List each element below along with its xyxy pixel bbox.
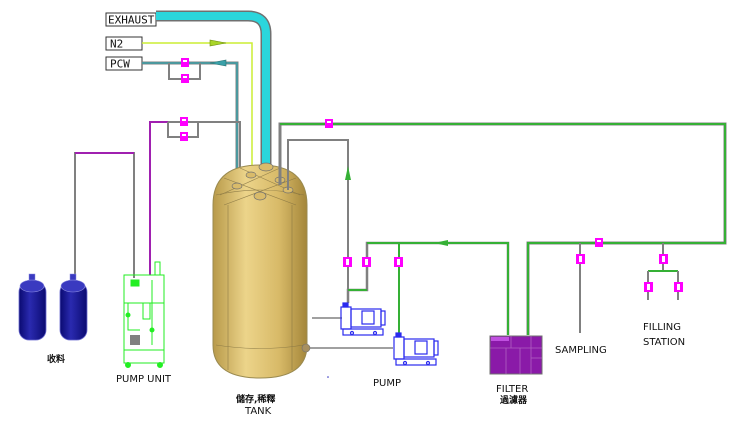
pump-unit-label: PUMP UNIT <box>116 374 172 385</box>
valve-icon[interactable] <box>181 58 189 67</box>
filter-label-zh: 過濾器 <box>499 394 528 406</box>
filling-station-line <box>644 243 683 300</box>
tank-label-zh: 儲存,稀釋 <box>235 393 275 405</box>
exhaust-pipe <box>156 10 272 165</box>
pump-label: PUMP <box>373 378 401 389</box>
n2-flow-arrow-icon <box>209 39 227 47</box>
inlet-pcw: PCW <box>105 56 143 71</box>
valve-icon[interactable] <box>325 119 333 128</box>
raw-material-drum <box>18 273 47 341</box>
sampling-label: SAMPLING <box>555 345 607 356</box>
valve-icon[interactable] <box>180 117 188 126</box>
pump-2 <box>393 332 439 366</box>
valve-icon[interactable] <box>180 132 188 141</box>
raw-material-drum <box>59 273 88 341</box>
inlet-n2-label: N2 <box>110 38 123 51</box>
valve-icon[interactable] <box>674 282 683 292</box>
pcw-flow-arrow-icon <box>209 59 227 67</box>
tank <box>212 162 311 379</box>
filling-station-label-2: STATION <box>643 337 685 348</box>
filter <box>489 335 543 375</box>
valve-icon[interactable] <box>362 257 371 267</box>
pcw-line <box>142 58 239 180</box>
drum-to-pump-unit-line <box>74 152 135 278</box>
filter-label: FILTER <box>496 384 528 395</box>
sampling-line <box>576 238 603 333</box>
pump-discharge-line <box>346 240 510 335</box>
filling-station-label-1: FILLING <box>643 322 681 333</box>
valve-icon[interactable] <box>576 254 585 264</box>
inlet-exhaust-label: EXHAUST <box>108 14 155 27</box>
pump-1 <box>340 302 386 336</box>
stray-dot <box>327 376 329 378</box>
flow-arrow-icon <box>434 240 448 246</box>
valve-icon[interactable] <box>644 282 653 292</box>
pump-suction-line <box>287 139 352 303</box>
valve-icon[interactable] <box>595 238 603 247</box>
valve-icon[interactable] <box>181 74 189 83</box>
tank-label: TANK <box>244 406 272 417</box>
return-loop-line <box>278 119 727 335</box>
tank-outlet-lines <box>310 317 393 349</box>
pump-unit <box>123 261 165 368</box>
inlet-pcw-label: PCW <box>110 58 130 71</box>
valve-icon[interactable] <box>343 257 352 267</box>
flow-arrow-icon <box>345 166 351 180</box>
valve-icon[interactable] <box>659 254 668 264</box>
inlet-exhaust: EXHAUST <box>105 12 157 27</box>
valve-icon[interactable] <box>394 257 403 267</box>
pump-unit-feed-line <box>149 117 241 275</box>
raw-material-label: 收料 <box>47 353 65 365</box>
n2-line <box>142 39 253 178</box>
inlet-n2: N2 <box>105 36 143 51</box>
